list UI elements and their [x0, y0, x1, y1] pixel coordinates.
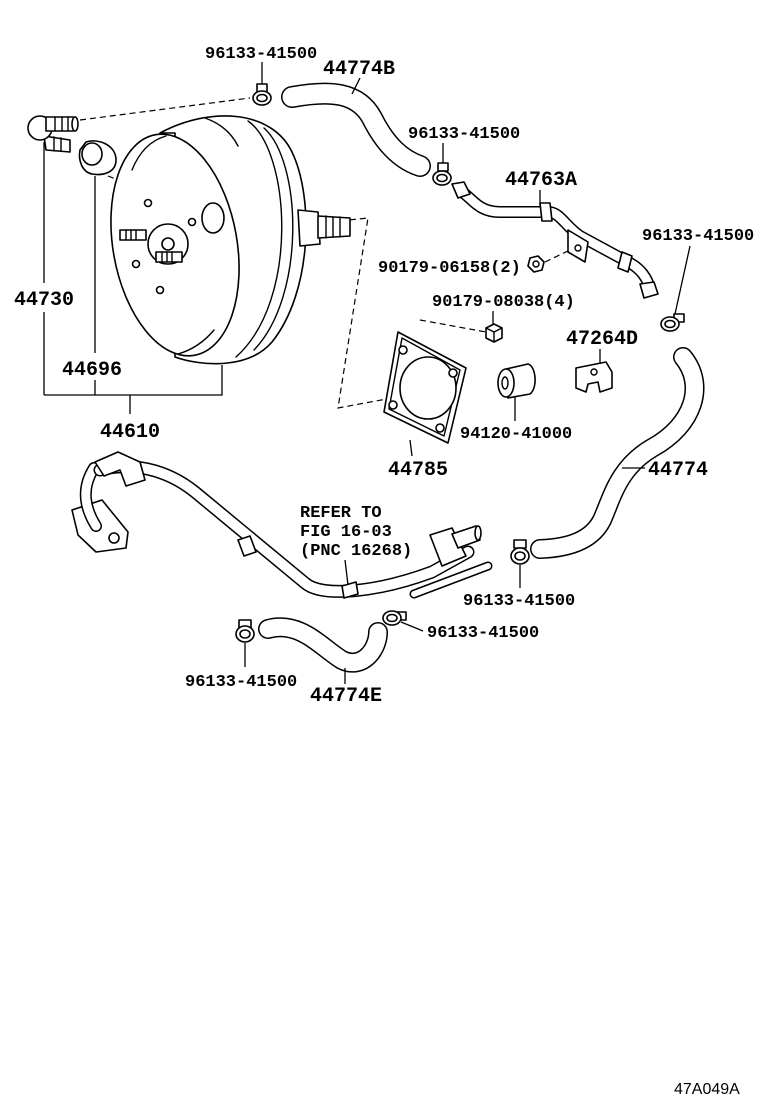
label-bushing-94120: 94120-41000 [460, 425, 572, 444]
vacuum-pipe-lower [71, 451, 493, 599]
pipe-bracket [567, 229, 589, 263]
label-hose-44774e: 44774E [310, 685, 382, 708]
check-valve [27, 115, 79, 153]
brake-booster [110, 115, 351, 365]
figure-code: 47A049A [674, 1081, 740, 1098]
label-nut-90179-06158: 90179-06158(2) [378, 259, 521, 278]
booster-stud [119, 229, 147, 241]
pipe-clip [94, 451, 146, 487]
label-clamp-top: 96133-41500 [205, 45, 317, 64]
label-refer-line1: REFER TO [300, 504, 382, 523]
hose-44774e [258, 617, 388, 673]
label-clamp-lower-mid: 96133-41500 [427, 624, 539, 643]
grommet [78, 140, 117, 176]
hose-clamp [382, 610, 407, 626]
label-booster-44610: 44610 [100, 421, 160, 444]
hose-clamp [252, 83, 272, 106]
label-clamp-lower-left: 96133-41500 [185, 673, 297, 692]
label-bracket-47264d: 47264D [566, 328, 638, 351]
bushing-94120-41000 [497, 363, 536, 399]
label-pipe-44763a: 44763A [505, 169, 577, 192]
hose-clamp [510, 539, 530, 565]
label-gasket-44785: 44785 [388, 459, 448, 482]
pipe-clip [237, 535, 257, 557]
label-clamp-upper-right: 96133-41500 [642, 227, 754, 246]
vacuum-pipe-44763a [451, 181, 659, 299]
booster-port-hole [201, 202, 225, 234]
nut-90179-06158 [527, 255, 545, 273]
label-clamp-upper-mid: 96133-41500 [408, 125, 520, 144]
booster-stud [155, 251, 183, 263]
label-refer-line3: (PNC 16268) [300, 542, 412, 561]
assembly-bracket-lines [43, 142, 223, 414]
hose-clamp [432, 162, 452, 186]
gasket-44785 [383, 331, 467, 444]
label-nut-90179-08038: 90179-08038(4) [432, 293, 575, 312]
label-clamp-lower-right: 96133-41500 [463, 592, 575, 611]
label-refer-line2: FIG 16-03 [300, 523, 392, 542]
booster-output-rod [297, 209, 351, 247]
hose-clamp [235, 619, 255, 643]
label-hose-44774b: 44774B [323, 58, 395, 81]
hose-44774 [530, 347, 705, 559]
hose-44774b [281, 82, 431, 177]
nut-90179-08038 [485, 323, 503, 343]
pipe-connector [429, 527, 467, 567]
label-grommet-44696: 44696 [62, 359, 122, 382]
label-hose-44774: 44774 [648, 459, 708, 482]
bracket-47264d [575, 361, 613, 393]
label-check-valve-44730: 44730 [14, 289, 74, 312]
hose-clamp [660, 313, 685, 332]
leader-lines [244, 62, 691, 684]
